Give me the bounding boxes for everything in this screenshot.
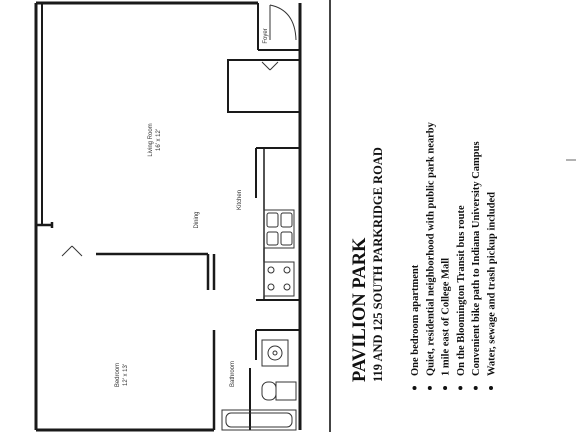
page-title: PAVILION PARK <box>350 237 370 382</box>
foyer-label: Foyer <box>263 28 269 43</box>
feature-item: Convenient bike path to Indiana Universi… <box>471 141 482 376</box>
living-room-dims: 16' x 12' <box>156 129 162 151</box>
bedroom-door <box>61 245 83 257</box>
feature-bullet-icon <box>427 386 432 390</box>
living-room-label: Living Room <box>148 123 154 156</box>
page-subtitle: 119 AND 125 SOUTH PARKRIDGE ROAD <box>371 147 385 382</box>
feature-bullet-icon <box>443 386 448 390</box>
feature-item: Quiet, residential neighborhood with pub… <box>425 121 436 376</box>
bathroom-label: Bathroom <box>230 361 236 387</box>
feature-list: One bedroom apartment Quiet, residential … <box>410 121 498 390</box>
bedroom-dims: 12' x 13' <box>123 364 129 386</box>
foyer-area <box>227 3 301 113</box>
outer-walls <box>34 1 302 432</box>
bedroom-wall <box>36 222 216 430</box>
bathroom-area <box>221 329 300 431</box>
feature-bullet-icon <box>489 386 493 390</box>
dining-label: Dining <box>194 211 200 228</box>
feature-bullet-icon <box>412 386 417 390</box>
feature-item: One bedroom apartment <box>410 264 421 376</box>
feature-bullet-icon <box>473 386 478 390</box>
kitchen-area <box>255 147 300 301</box>
feature-item: 1 mile east of College Mall <box>441 258 452 376</box>
feature-item: On the Bloomington Transit bus route <box>456 205 467 376</box>
feature-item: Water, sewage and trash pickup included <box>487 192 498 376</box>
bedroom-label: Bedroom <box>115 363 121 387</box>
feature-bullet-icon <box>458 386 463 390</box>
kitchen-label: Kitchen <box>237 190 243 210</box>
